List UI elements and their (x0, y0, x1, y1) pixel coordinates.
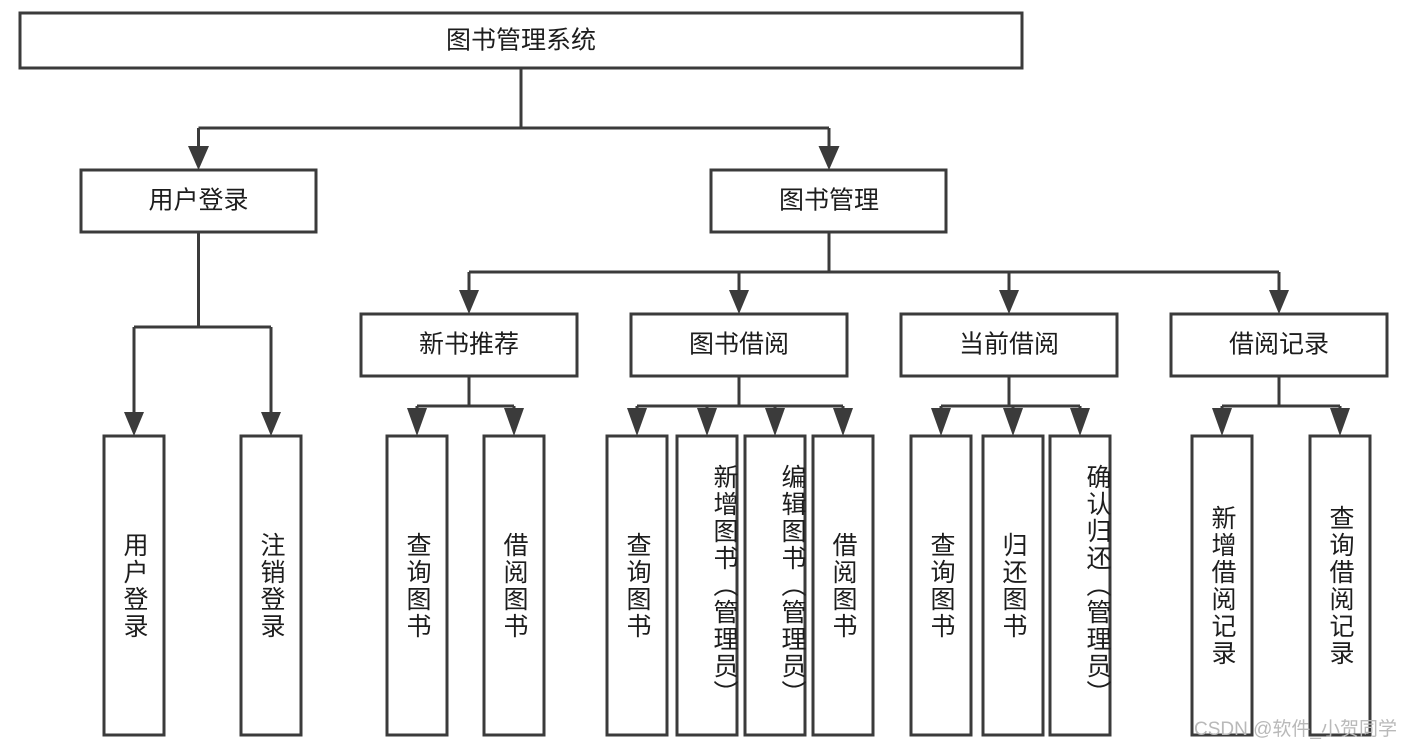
node-current-borrow[interactable]: 当前借阅 (899, 312, 1119, 378)
node-new-book-recommend-label: 新书推荐 (419, 331, 519, 359)
connector-group-current-borrow-to-leaves (931, 376, 1090, 436)
arrow-head-leaf-return-book (1003, 408, 1023, 436)
arrow-head-leaf-query-book-borrow (627, 408, 647, 436)
node-leaf-query-book-rec-box[interactable] (385, 434, 449, 737)
node-borrow-record-label: 借阅记录 (1229, 331, 1329, 359)
connector-group-new-book-recommend-to-leaves (407, 376, 524, 436)
node-leaf-query-book-cur-box[interactable] (909, 434, 973, 737)
node-book-borrow-box[interactable] (629, 312, 849, 378)
arrow-head-leaf-add-book (697, 408, 717, 436)
connector-group-user-login-to-leaves (124, 232, 281, 436)
node-leaf-add-borrow-record-box[interactable] (1190, 434, 1254, 737)
node-book-manage-label: 图书管理 (779, 187, 879, 215)
arrow-head-leaf-query-borrow-record (1330, 408, 1350, 436)
node-book-manage-box[interactable] (709, 168, 948, 234)
arrow-head-leaf-borrow-book-rec (504, 408, 524, 436)
arrow-head-current-borrow (999, 290, 1019, 314)
connector-group-book-manage-to-level3 (459, 232, 1289, 314)
arrow-head-leaf-edit-book (765, 408, 785, 436)
node-root-label: 图书管理系统 (446, 27, 596, 55)
arrow-head-user-login (188, 146, 209, 170)
node-leaf-user-logout-box[interactable] (239, 434, 303, 737)
node-current-borrow-box[interactable] (899, 312, 1119, 378)
arrow-head-leaf-borrow-book (833, 408, 853, 436)
node-leaf-borrow-book-rec-box[interactable] (482, 434, 546, 737)
arrow-head-book-manage (818, 146, 840, 170)
node-book-borrow-label: 图书借阅 (689, 331, 789, 359)
node-new-book-recommend-box[interactable] (359, 312, 579, 378)
node-leaf-borrow-book-box[interactable] (811, 434, 875, 737)
node-leaf-add-book-box[interactable] (675, 434, 739, 737)
connector-group-root-to-level2 (188, 68, 840, 170)
arrow-head-borrow-record (1269, 290, 1289, 314)
node-root-box[interactable] (18, 11, 1024, 70)
arrow-head-book-borrow (729, 290, 749, 314)
node-user-login-label: 用户登录 (148, 187, 248, 215)
node-borrow-record-box[interactable] (1169, 312, 1389, 378)
node-borrow-record[interactable]: 借阅记录 (1169, 312, 1389, 378)
node-leaf-query-borrow-record-box[interactable] (1308, 434, 1372, 737)
arrow-head-leaf-add-borrow-record (1212, 408, 1232, 436)
node-leaf-edit-book-box[interactable] (743, 434, 807, 737)
node-leaf-return-book-box[interactable] (981, 434, 1045, 737)
node-leaf-confirm-return-box[interactable] (1048, 434, 1112, 737)
connector-group-borrow-record-to-leaves (1212, 376, 1350, 436)
arrow-head-leaf-user-logout (261, 412, 281, 436)
csdn-watermark: CSDN @软件_小贺同学 (1194, 719, 1397, 740)
connector-group-book-borrow-to-leaves (627, 376, 853, 436)
node-leaf-query-book-borrow-box[interactable] (605, 434, 669, 737)
arrow-head-leaf-user-login (124, 412, 144, 436)
node-root[interactable]: 图书管理系统 (18, 11, 1024, 70)
node-book-manage[interactable]: 图书管理 (709, 168, 948, 234)
arrow-head-new-book-recommend (459, 290, 479, 314)
node-current-borrow-label: 当前借阅 (959, 331, 1059, 359)
arrow-head-leaf-confirm-return (1070, 408, 1090, 436)
node-new-book-recommend[interactable]: 新书推荐 (359, 312, 579, 378)
node-user-login-box[interactable] (79, 168, 318, 234)
node-leaf-user-login-box[interactable] (102, 434, 166, 737)
arrow-head-leaf-query-book-rec (407, 408, 427, 436)
node-book-borrow[interactable]: 图书借阅 (629, 312, 849, 378)
node-user-login[interactable]: 用户登录 (79, 168, 318, 234)
arrow-head-leaf-query-book-cur (931, 408, 951, 436)
